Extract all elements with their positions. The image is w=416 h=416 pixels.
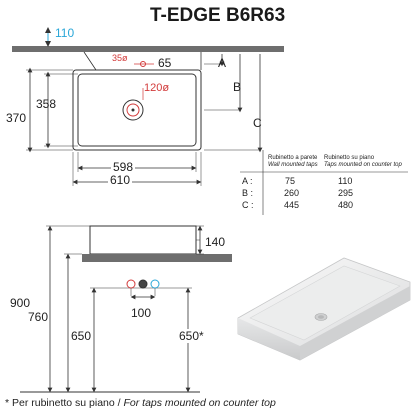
table-row-b-label: B :: [242, 188, 254, 198]
table-col1-title: Rubinetto a parete: [268, 155, 318, 161]
label-c: C: [253, 116, 262, 130]
table-col2-title: Rubinetto su piano: [324, 155, 375, 161]
table-row-a-label: A :: [242, 176, 253, 186]
table-col2-subtitle: Taps mounted on counter top: [324, 162, 402, 168]
drain-icon: [122, 99, 144, 121]
dim-760: 760: [28, 310, 49, 324]
table-row-a-counter: 110: [338, 176, 353, 186]
dim-900: 900: [10, 296, 31, 310]
dim-610: 610: [108, 173, 133, 187]
dim-65: 65: [158, 56, 172, 70]
dim-120-unit: ø: [162, 82, 170, 94]
dim-370: 370: [6, 111, 27, 125]
table-row-b-wall: 260: [284, 188, 300, 198]
table-row-b-counter: 295: [338, 188, 354, 198]
label-a: A: [218, 56, 227, 70]
dim-100: 100: [131, 306, 152, 320]
product-title: T-EDGE B6R63: [150, 5, 286, 26]
basin-product-illustration: [237, 257, 411, 361]
table-col1-subtitle: Wall mounted taps: [268, 162, 318, 168]
dim-650: 650: [71, 329, 92, 343]
label-b: B: [233, 80, 242, 94]
table-row-a-wall: 75: [285, 176, 296, 186]
counter-side-slab: [82, 254, 232, 262]
table-row-c-wall: 445: [284, 200, 300, 210]
table-row-c-counter: 480: [338, 200, 354, 210]
dim-598: 598: [111, 160, 136, 174]
dim-120-value: 120: [144, 82, 163, 94]
dim-358: 358: [36, 97, 57, 111]
dim-140: 140: [205, 235, 226, 249]
footnote-italian: * Per rubinetto su piano /: [5, 397, 124, 409]
dim-35-value: 35: [112, 53, 123, 63]
basin-side-view: [89, 225, 197, 255]
basin-top-view: [72, 51, 202, 151]
footnote-english: For taps mounted on counter top: [123, 397, 276, 409]
dim-110: 110: [55, 26, 75, 40]
counter-top-slab: [12, 46, 284, 52]
wall-tap-icons: [126, 279, 160, 300]
table-col1-header: Rubinetto a parete Wall mounted taps: [268, 155, 318, 169]
dim-650-star: 650*: [178, 329, 205, 343]
table-col2-header: Rubinetto su piano Taps mounted on count…: [324, 155, 402, 169]
table-row-c-label: C :: [242, 200, 254, 210]
footnote: * Per rubinetto su piano / For taps moun…: [5, 397, 276, 409]
dim-120-drain: 120ø: [144, 82, 169, 94]
dim-35-tap-hole: 35ø: [112, 53, 128, 63]
dim-35-unit: ø: [122, 53, 128, 63]
